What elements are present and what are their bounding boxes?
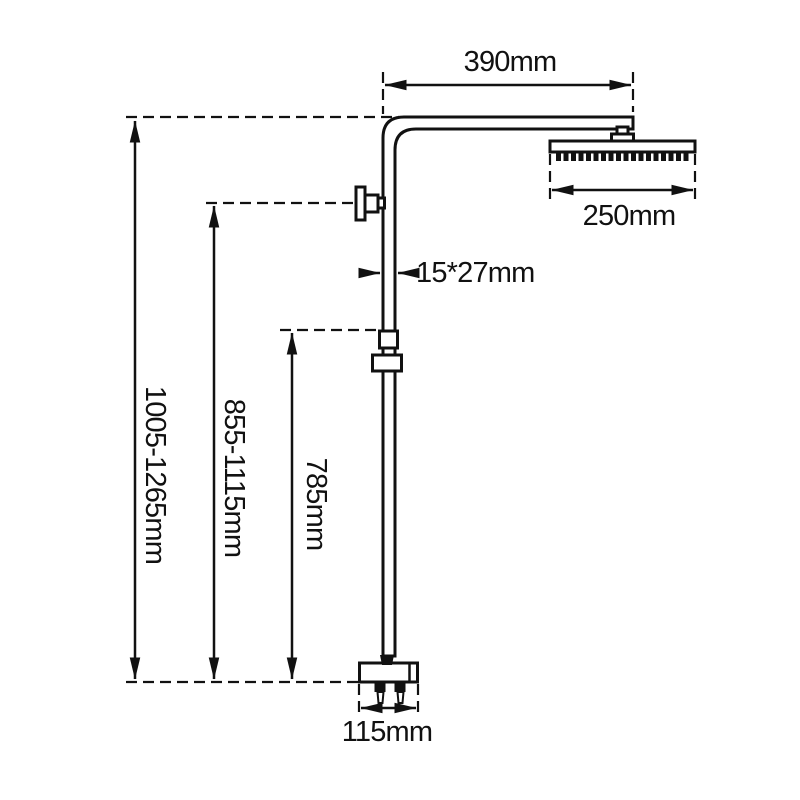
base-connector xyxy=(380,655,394,665)
dimension-lines xyxy=(129,79,694,714)
shower-rail-pipe xyxy=(381,115,635,658)
diverter-knob-flange xyxy=(354,185,367,222)
inlet-connector-left-tip xyxy=(376,691,385,704)
dimension-labels: 390mm 250mm 15*27mm 115mm 1005-1265mm 85… xyxy=(139,46,676,748)
label-head-width: 250mm xyxy=(583,200,676,232)
shower-head-nozzles xyxy=(556,152,690,161)
reference-lines xyxy=(126,72,697,714)
label-outlet-height: 855-1115mm xyxy=(218,399,250,558)
label-rail-profile: 15*27mm xyxy=(416,257,535,289)
shower-set-structure xyxy=(354,115,697,704)
slider-bracket-upper xyxy=(378,329,399,350)
diverter-knob-body xyxy=(363,193,380,214)
inlet-connector-right-cap xyxy=(394,682,406,692)
label-rail-height: 785mm xyxy=(300,458,332,551)
label-overall-height: 1005-1265mm xyxy=(139,386,171,564)
inlet-connector-right-tip xyxy=(396,691,405,704)
label-base-width: 115mm xyxy=(342,716,433,748)
shower-head xyxy=(548,139,697,154)
label-arm-length: 390mm xyxy=(464,46,557,78)
inlet-connector-left-cap xyxy=(374,682,386,692)
slider-bracket-lower xyxy=(371,353,403,373)
